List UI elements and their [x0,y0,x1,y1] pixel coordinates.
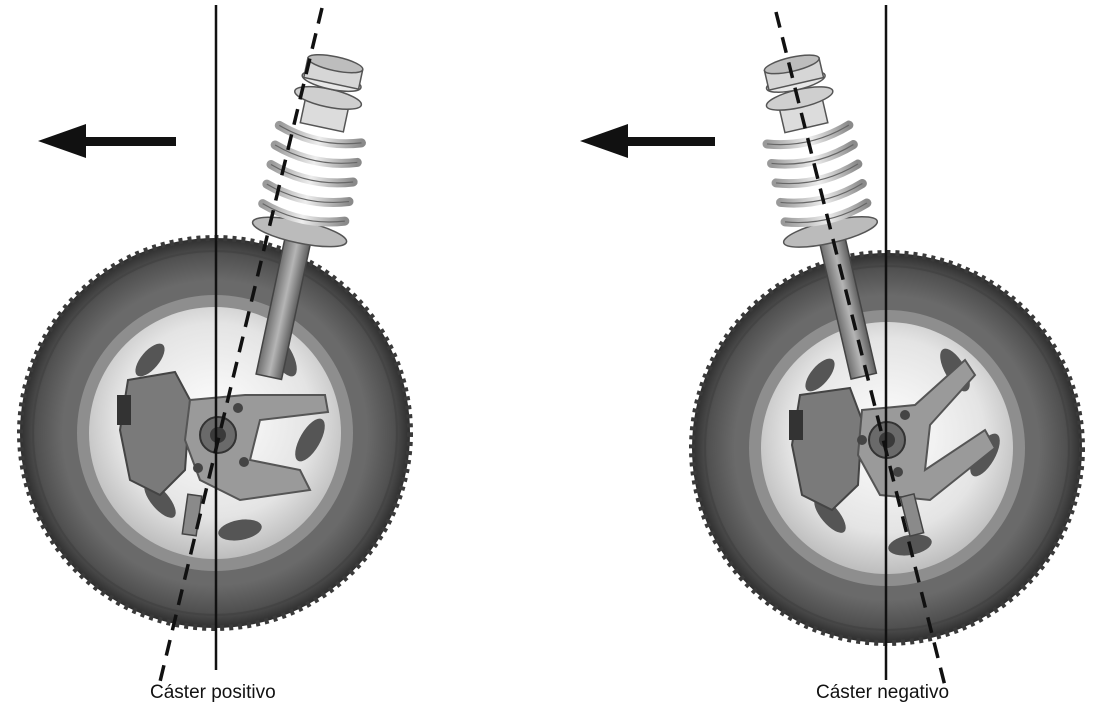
negative-caster-figure [580,5,1082,690]
direction-arrow-right [580,124,715,158]
positive-caster-caption: Cáster positivo [150,682,276,704]
negative-caster-caption: Cáster negativo [816,682,949,704]
positive-caster-figure [20,5,410,690]
direction-arrow-left [38,124,176,158]
